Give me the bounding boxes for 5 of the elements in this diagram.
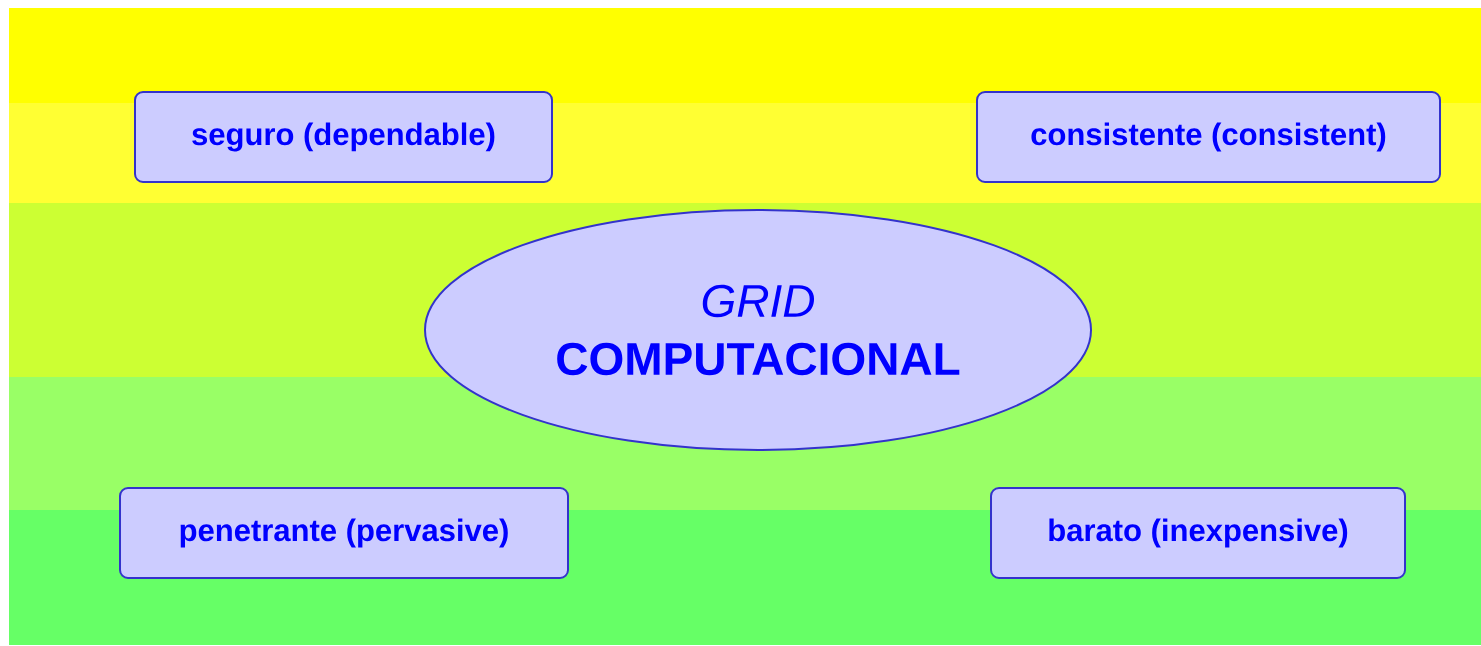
label-box: penetrante (pervasive) [119, 487, 569, 579]
label-box: seguro (dependable) [134, 91, 553, 183]
ellipse-node: GRID COMPUTACIONAL [424, 209, 1092, 451]
label-box: barato (inexpensive) [990, 487, 1406, 579]
label-box: consistente (consistent) [976, 91, 1441, 183]
